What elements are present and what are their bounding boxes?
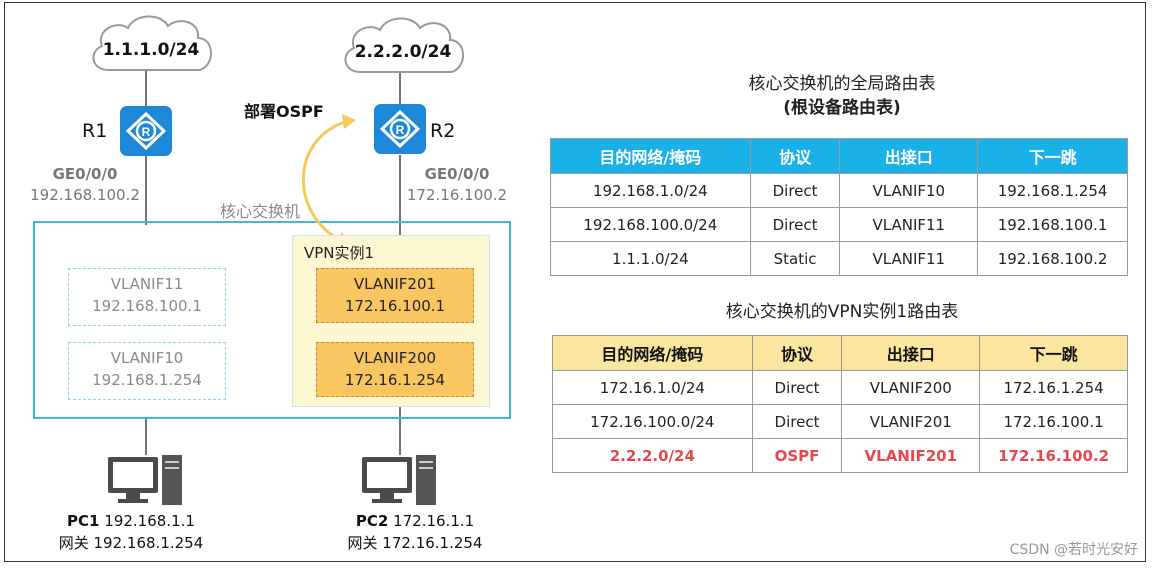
vlanif-ip: 172.16.100.1	[344, 297, 446, 315]
port-name: GE0/0/0	[52, 165, 118, 183]
vlanif-box: VLANIF11 192.168.100.1	[68, 268, 226, 326]
table-header-row: 目的网络/掩码 协议 出接口 下一跳	[550, 138, 1128, 174]
table-cell: VLANIF11	[839, 207, 979, 242]
router-icon: R	[120, 106, 172, 156]
pc-gateway: 192.168.1.254	[93, 534, 204, 552]
ospf-arrow	[301, 120, 346, 243]
pc-name: PC1	[67, 512, 100, 530]
topology-diagram: R R	[33, 15, 511, 505]
table-row: 192.168.1.0/24 Direct VLANIF10 192.168.1…	[550, 173, 1128, 208]
column-header: 协议	[749, 138, 841, 174]
table-cell: 172.16.100.0/24	[552, 404, 753, 439]
column-header: 目的网络/掩码	[552, 335, 753, 371]
port-ip: 192.168.100.2	[30, 186, 140, 204]
table-cell: VLANIF201	[841, 438, 981, 473]
image-frame	[4, 2, 1146, 562]
vlanif-name: VLANIF11	[110, 275, 184, 293]
table-row-highlighted: 2.2.2.0/24 OSPF VLANIF201 172.16.100.2	[552, 438, 1128, 473]
pc-icon	[108, 455, 182, 505]
column-header: 下一跳	[977, 138, 1128, 174]
table-cell: 1.1.1.0/24	[550, 241, 751, 276]
column-header: 出接口	[839, 138, 979, 174]
table-cell: Direct	[749, 207, 841, 242]
port-name: GE0/0/0	[424, 165, 490, 183]
cloud-label: 2.2.2.0/24	[354, 42, 452, 62]
table-cell: Direct	[751, 370, 843, 405]
core-switch-box	[33, 221, 511, 419]
router-port-info: GE0/0/0 192.168.100.2	[20, 164, 150, 206]
pc-info: PC2 172.16.1.1 网关 172.16.1.254	[320, 510, 510, 554]
column-header: 出接口	[841, 335, 981, 371]
router-icon: R	[374, 104, 426, 154]
table-cell: 172.16.1.254	[979, 370, 1128, 405]
router-name: R2	[430, 120, 456, 142]
column-header: 协议	[751, 335, 843, 371]
vlanif-name: VLANIF201	[353, 275, 437, 293]
router-name: R1	[82, 120, 108, 142]
table-cell: 192.168.100.1	[977, 207, 1128, 242]
pc-gateway: 172.16.1.254	[382, 534, 483, 552]
gateway-label: 网关	[347, 534, 378, 552]
table-row: 192.168.100.0/24 Direct VLANIF11 192.168…	[550, 207, 1128, 242]
table-cell: 192.168.1.0/24	[550, 173, 751, 208]
vlanif-ip: 192.168.100.1	[92, 297, 202, 315]
vlanif-name: VLANIF10	[110, 349, 184, 367]
ospf-label: 部署OSPF	[244, 102, 324, 121]
table-header-row: 目的网络/掩码 协议 出接口 下一跳	[552, 335, 1128, 371]
table-cell: 2.2.2.0/24	[552, 438, 753, 473]
pc-name: PC2	[355, 512, 389, 530]
vpn-vlanif-box: VLANIF200 172.16.1.254	[316, 342, 474, 397]
table-row: 172.16.1.0/24 Direct VLANIF200 172.16.1.…	[552, 370, 1128, 405]
pc-icon	[362, 455, 436, 505]
gateway-label: 网关	[58, 534, 89, 552]
table-cell: VLANIF11	[839, 241, 979, 276]
vpn-table-title: 核心交换机的VPN实例1路由表	[725, 302, 959, 322]
table-cell: 192.168.100.0/24	[550, 207, 751, 242]
table-cell: 192.168.100.2	[977, 241, 1128, 276]
router-port-info: GE0/0/0 172.16.100.2	[396, 164, 518, 206]
global-table-title: 核心交换机的全局路由表 (根设备路由表)	[552, 72, 1132, 120]
table-cell: OSPF	[751, 438, 843, 473]
title-line: (根设备路由表)	[783, 98, 901, 118]
global-routing-table: 目的网络/掩码 协议 出接口 下一跳 192.168.1.0/24 Direct…	[550, 138, 1128, 276]
table-cell: VLANIF200	[841, 370, 981, 405]
vpn-routing-table: 目的网络/掩码 协议 出接口 下一跳 172.16.1.0/24 Direct …	[552, 335, 1128, 473]
cloud-label: 1.1.1.0/24	[102, 40, 200, 60]
vpn-vlanif-box: VLANIF201 172.16.100.1	[316, 268, 474, 323]
vlanif-box: VLANIF10 192.168.1.254	[68, 342, 226, 400]
cloud-icon	[344, 17, 464, 73]
core-switch-label: 核心交换机	[220, 202, 301, 221]
table-cell: Direct	[751, 404, 843, 439]
table-cell: VLANIF201	[841, 404, 981, 439]
title-line: 核心交换机的全局路由表	[748, 74, 936, 94]
pc-info: PC1 192.168.1.1 网关 192.168.1.254	[36, 510, 226, 554]
table-cell: 172.16.100.2	[979, 438, 1128, 473]
vlanif-ip: 172.16.1.254	[344, 371, 446, 389]
vlanif-ip: 192.168.1.254	[92, 371, 202, 389]
pc-ip: 192.168.1.1	[104, 512, 195, 530]
table-row: 1.1.1.0/24 Static VLANIF11 192.168.100.2	[550, 241, 1128, 276]
vlanif-name: VLANIF200	[353, 349, 437, 367]
table-cell: Direct	[749, 173, 841, 208]
column-header: 下一跳	[979, 335, 1128, 371]
table-row: 172.16.100.0/24 Direct VLANIF201 172.16.…	[552, 404, 1128, 439]
vpn-instance-label: VPN实例1	[304, 244, 375, 262]
table-cell: Static	[749, 241, 841, 276]
column-header: 目的网络/掩码	[550, 138, 751, 174]
table-cell: 172.16.100.1	[979, 404, 1128, 439]
svg-text:R: R	[142, 125, 151, 139]
cloud-icon	[92, 15, 212, 71]
table-cell: 172.16.1.0/24	[552, 370, 753, 405]
table-cell: VLANIF10	[839, 173, 979, 208]
svg-text:R: R	[396, 123, 405, 137]
watermark: CSDN @若时光安好	[1009, 542, 1138, 558]
port-ip: 172.16.100.2	[406, 186, 508, 204]
ospf-arrowhead	[342, 114, 356, 129]
pc-ip: 172.16.1.1	[393, 512, 475, 530]
table-cell: 192.168.1.254	[977, 173, 1128, 208]
